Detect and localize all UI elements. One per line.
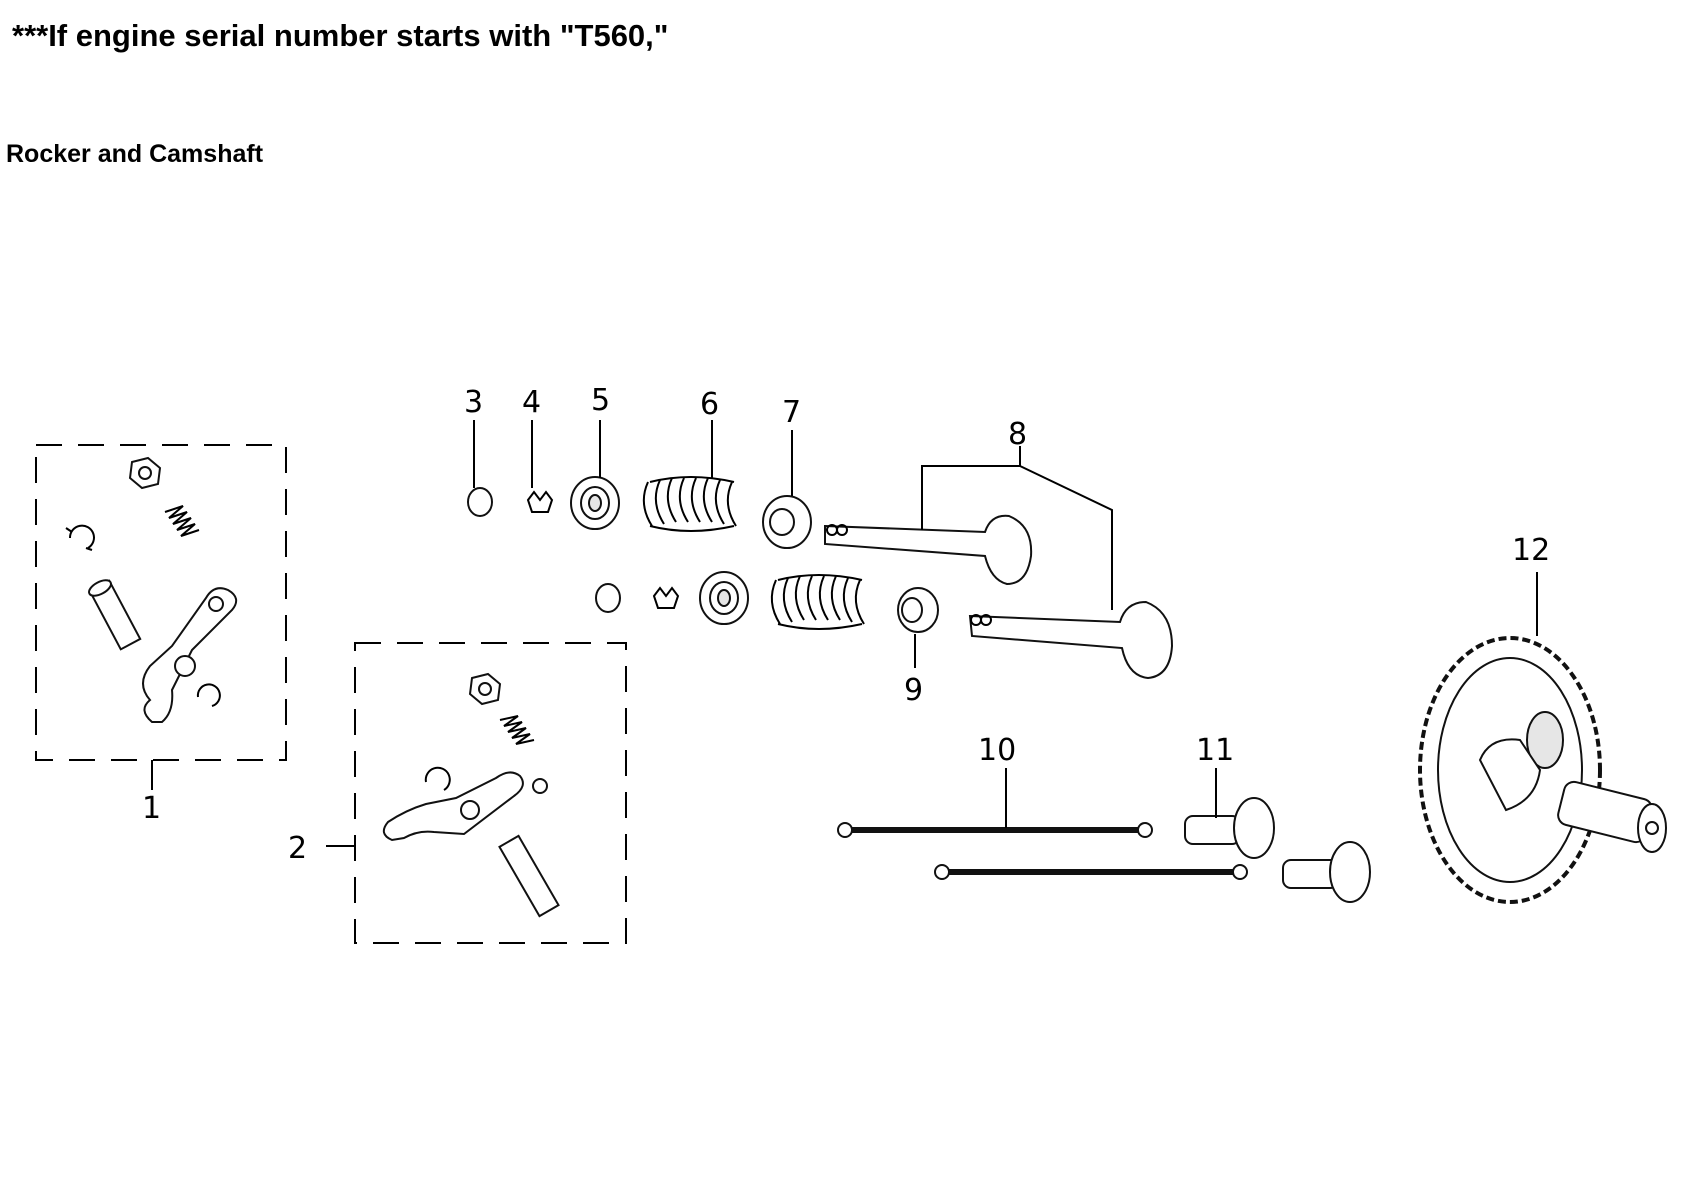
camshaft-gear[interactable] <box>1418 572 1667 904</box>
valve-stem-seal-upper[interactable] <box>526 420 554 513</box>
callout-8: 8 <box>1008 417 1027 452</box>
callout-4: 4 <box>522 385 541 420</box>
callout-10: 10 <box>978 733 1016 768</box>
callout-7: 7 <box>782 395 801 430</box>
spring-retainer-lower[interactable] <box>699 571 749 625</box>
callout-5: 5 <box>591 383 610 418</box>
rocker-arm-assembly-2[interactable] <box>326 642 627 944</box>
callout-12: 12 <box>1512 533 1550 568</box>
callout-1: 1 <box>142 791 161 826</box>
spring-retainer-upper[interactable] <box>570 420 620 530</box>
valve-spring-upper[interactable] <box>642 420 737 532</box>
valve-tappets[interactable] <box>1184 768 1371 903</box>
rocker-arm-assembly-1[interactable] <box>35 444 287 790</box>
valve-stem-seal-lower[interactable] <box>652 586 680 609</box>
valve-stem-seal-9[interactable] <box>897 587 939 668</box>
valve-keeper-lower[interactable] <box>595 583 621 613</box>
callout-3: 3 <box>464 385 483 420</box>
page-title: ***If engine serial number starts with "… <box>12 18 669 53</box>
section-title: Rocker and Camshaft <box>6 140 264 168</box>
callout-6: 6 <box>700 387 719 422</box>
valve-keeper-upper[interactable] <box>467 420 493 517</box>
callout-2: 2 <box>288 831 307 866</box>
intake-valve[interactable] <box>824 514 1033 586</box>
push-rods[interactable] <box>837 768 1248 880</box>
valve-rotator-upper[interactable] <box>762 430 812 549</box>
valve-spring-lower[interactable] <box>770 574 865 630</box>
callout-11: 11 <box>1196 733 1234 768</box>
callout-9: 9 <box>904 673 923 708</box>
exhaust-valve[interactable] <box>968 600 1174 680</box>
